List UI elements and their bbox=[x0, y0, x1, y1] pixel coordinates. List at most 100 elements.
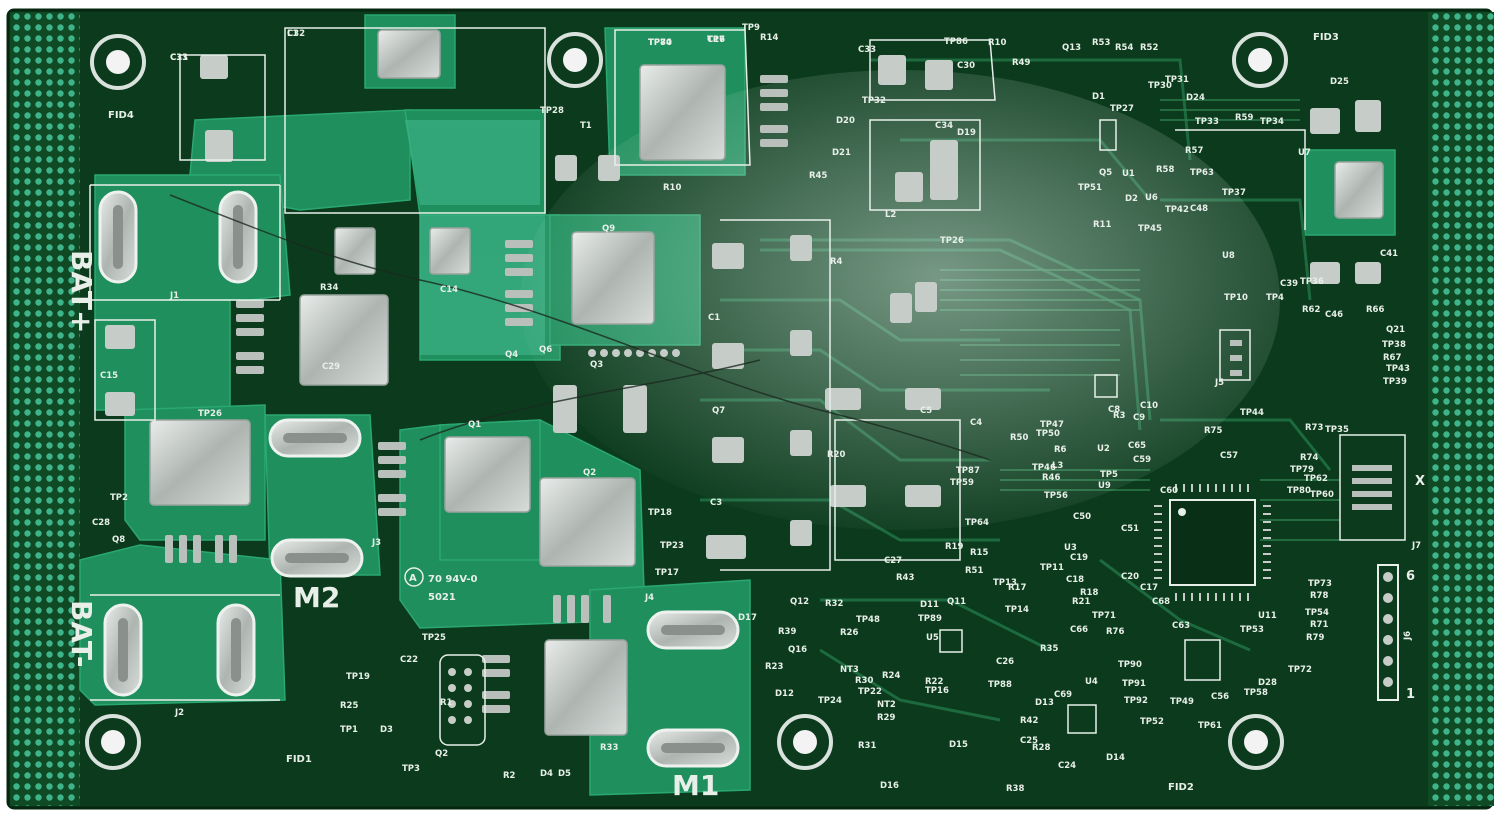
designator-label: TP2 bbox=[110, 493, 128, 503]
designator-label: TP54 bbox=[1305, 608, 1329, 618]
designator-label: TP11 bbox=[1040, 563, 1064, 573]
designator-label: D16 bbox=[880, 781, 899, 791]
designator-label: C13 bbox=[170, 53, 188, 63]
designator-label: C9 bbox=[1133, 413, 1145, 423]
designator-label: TP5 bbox=[1100, 470, 1118, 480]
designator-label: TP87 bbox=[956, 466, 980, 476]
designator-label: R24 bbox=[882, 671, 900, 681]
designator-label: TP36 bbox=[1300, 277, 1324, 287]
designator-label: D11 bbox=[920, 600, 939, 610]
designator-label: C27 bbox=[884, 556, 902, 566]
designator-label: TP73 bbox=[1308, 579, 1332, 589]
designator-label: R51 bbox=[965, 566, 983, 576]
smd-pads bbox=[105, 55, 1381, 559]
designator-label: TP39 bbox=[1383, 377, 1407, 387]
designator-label: TP60 bbox=[1310, 490, 1334, 500]
designator-label: C48 bbox=[1190, 204, 1208, 214]
designator-label: R46 bbox=[1042, 473, 1060, 483]
designator-label: C20 bbox=[1121, 572, 1139, 582]
designator-label: R17 bbox=[1008, 583, 1026, 593]
designator-label: D13 bbox=[1035, 698, 1054, 708]
designator-label: C5 bbox=[920, 406, 932, 416]
designator-label: Q6 bbox=[539, 345, 552, 355]
designator-label: TP3 bbox=[402, 764, 420, 774]
designator-label: C56 bbox=[1211, 692, 1229, 702]
designator-label: R57 bbox=[1185, 146, 1203, 156]
designator-label: TP59 bbox=[950, 478, 974, 488]
designator-label: R62 bbox=[1302, 305, 1320, 315]
designator-label: R19 bbox=[945, 542, 963, 552]
designator-label: C39 bbox=[1280, 279, 1298, 289]
designator-label: C18 bbox=[1066, 575, 1084, 585]
designator-label: C51 bbox=[1121, 524, 1139, 534]
designator-label: R78 bbox=[1310, 591, 1328, 601]
designator-label: C60 bbox=[1160, 486, 1178, 496]
designator-label: R30 bbox=[855, 676, 873, 686]
fid4-label: FID4 bbox=[108, 110, 134, 121]
designator-label: TP63 bbox=[1190, 168, 1214, 178]
j6-label: J6 bbox=[1403, 631, 1413, 641]
designator-label: R35 bbox=[1040, 644, 1058, 654]
bat-minus-label: BAT- bbox=[65, 600, 98, 667]
designator-label: TP7 bbox=[707, 35, 725, 45]
designator-label: U7 bbox=[1298, 148, 1311, 158]
designator-label: TP51 bbox=[1078, 183, 1102, 193]
designator-label: U5 bbox=[926, 633, 939, 643]
designator-label: TP90 bbox=[1118, 660, 1142, 670]
designator-label: Q16 bbox=[788, 645, 807, 655]
designator-label: C1 bbox=[708, 313, 720, 323]
designator-label: C10 bbox=[1140, 401, 1158, 411]
designator-label: C4 bbox=[970, 418, 982, 428]
designator-label: TP62 bbox=[1304, 474, 1328, 484]
designator-label: U11 bbox=[1258, 611, 1277, 621]
designator-label: U4 bbox=[1085, 677, 1098, 687]
designator-label: TP50 bbox=[1036, 429, 1060, 439]
j7-x-label: X bbox=[1415, 474, 1425, 489]
designator-label: D14 bbox=[1106, 753, 1125, 763]
designator-label: R32 bbox=[825, 599, 843, 609]
designator-label: R42 bbox=[1020, 716, 1038, 726]
designator-label: D15 bbox=[949, 740, 968, 750]
designator-label: C19 bbox=[1070, 553, 1088, 563]
mounting-holes bbox=[85, 32, 1288, 770]
designator-label: Q7 bbox=[712, 406, 725, 416]
designator-label: C46 bbox=[1325, 310, 1343, 320]
designator-label: C68 bbox=[1152, 597, 1170, 607]
designator-label: Q2 bbox=[435, 749, 448, 759]
designator-label: TP45 bbox=[1138, 224, 1162, 234]
designator-label: C63 bbox=[1172, 621, 1190, 631]
designator-label: C28 bbox=[92, 518, 110, 528]
designator-label: TP35 bbox=[1325, 425, 1349, 435]
small-ics bbox=[439, 119, 1406, 746]
designator-label: U2 bbox=[1097, 444, 1110, 454]
designator-label: C26 bbox=[996, 657, 1014, 667]
designator-label: TP22 bbox=[858, 687, 882, 697]
ul-rating-label: 70 94V-0 bbox=[428, 574, 477, 585]
designator-label: D20 bbox=[836, 116, 855, 126]
designator-label: R39 bbox=[778, 627, 796, 637]
designator-label: R52 bbox=[1140, 43, 1158, 53]
designator-label: R73 bbox=[1305, 423, 1323, 433]
designator-label: Q21 bbox=[1386, 325, 1405, 335]
designator-label: R18 bbox=[1080, 588, 1098, 598]
mounting-hole-bottom-center bbox=[777, 714, 833, 770]
j5-label: J5 bbox=[1214, 378, 1224, 388]
designator-label: R22 bbox=[925, 677, 943, 687]
designator-label: R59 bbox=[1235, 113, 1253, 123]
designator-label: D2 bbox=[1125, 194, 1138, 204]
mounting-hole-bottom-left bbox=[85, 714, 141, 770]
designator-label: R2 bbox=[503, 771, 516, 781]
designator-label: R14 bbox=[760, 33, 778, 43]
svg-text:A: A bbox=[409, 573, 417, 584]
designator-label: TP33 bbox=[1195, 117, 1219, 127]
designator-label: TP86 bbox=[944, 37, 968, 47]
designator-label: L1 bbox=[287, 29, 298, 39]
designator-label: Q3 bbox=[590, 360, 603, 370]
designator-label: TP53 bbox=[1240, 625, 1264, 635]
designator-label: Q9 bbox=[602, 224, 615, 234]
designator-label: R4 bbox=[830, 257, 843, 267]
designator-label: TP42 bbox=[1165, 205, 1189, 215]
designator-label: TP37 bbox=[1222, 188, 1246, 198]
designator-label: R75 bbox=[1204, 426, 1222, 436]
